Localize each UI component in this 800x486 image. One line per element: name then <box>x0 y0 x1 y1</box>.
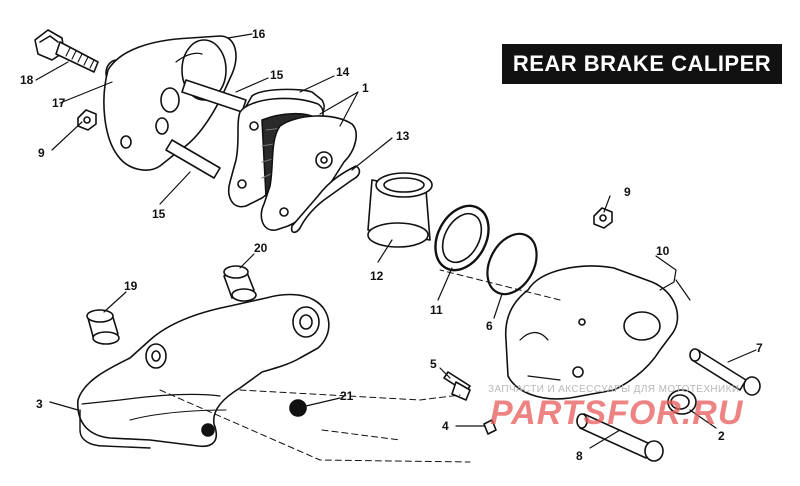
bushing-part-19 <box>86 309 120 345</box>
bolt-part-7 <box>689 348 761 396</box>
seal-part-11 <box>434 204 490 272</box>
support-bracket-part-3 <box>77 293 330 449</box>
oring-part-6 <box>486 232 538 296</box>
nut-part-9-right <box>593 207 613 229</box>
mounting-bracket-part-16 <box>103 35 237 171</box>
pin-part-8 <box>576 413 664 462</box>
label-5: 5 <box>430 357 437 371</box>
label-3: 3 <box>36 397 43 411</box>
label-11: 11 <box>430 303 443 317</box>
plug-part-2 <box>667 389 697 415</box>
cap-part-4 <box>483 419 497 435</box>
label-15-upper: 15 <box>270 68 284 82</box>
plug-part-21 <box>201 399 307 437</box>
label-9-left: 9 <box>38 146 45 160</box>
label-9-right: 9 <box>624 185 631 199</box>
label-13: 13 <box>396 129 410 143</box>
label-6: 6 <box>486 319 493 333</box>
label-2: 2 <box>718 429 725 443</box>
caliper-housing-part-10 <box>504 265 679 400</box>
bushing-part-20 <box>223 265 257 302</box>
label-7: 7 <box>756 341 763 355</box>
piston-part-12 <box>367 172 433 248</box>
label-15-lower: 15 <box>152 207 166 221</box>
label-1: 1 <box>362 81 369 95</box>
label-16: 16 <box>252 27 266 41</box>
label-8: 8 <box>576 449 583 463</box>
label-21: 21 <box>340 389 354 403</box>
label-14: 14 <box>336 65 350 79</box>
bleeder-part-5 <box>443 371 471 401</box>
leader-lines <box>35 33 757 449</box>
watermark-tagline: ЗАПЧАСТИ И АКСЕССУАРЫ ДЛЯ МОТОТЕХНИКИ <box>488 384 740 395</box>
label-19: 19 <box>124 279 138 293</box>
label-12: 12 <box>370 269 384 283</box>
part-labels: 18 17 16 15 14 1 13 9 15 9 12 11 10 6 20… <box>20 27 763 463</box>
label-20: 20 <box>254 241 268 255</box>
spring-part-13 <box>290 165 361 234</box>
label-10: 10 <box>656 244 670 258</box>
label-17: 17 <box>52 96 66 110</box>
bolt-part-18 <box>34 29 99 73</box>
watermark-logo: PARTSFOR.RU <box>490 394 744 432</box>
label-4: 4 <box>442 419 449 433</box>
diagram-title: REAR BRAKE CALIPER <box>502 44 782 84</box>
assembly-dash-lines <box>159 269 561 463</box>
pin-part-15-lower <box>165 139 221 179</box>
label-18: 18 <box>20 73 34 87</box>
nut-part-9-left <box>77 109 97 131</box>
